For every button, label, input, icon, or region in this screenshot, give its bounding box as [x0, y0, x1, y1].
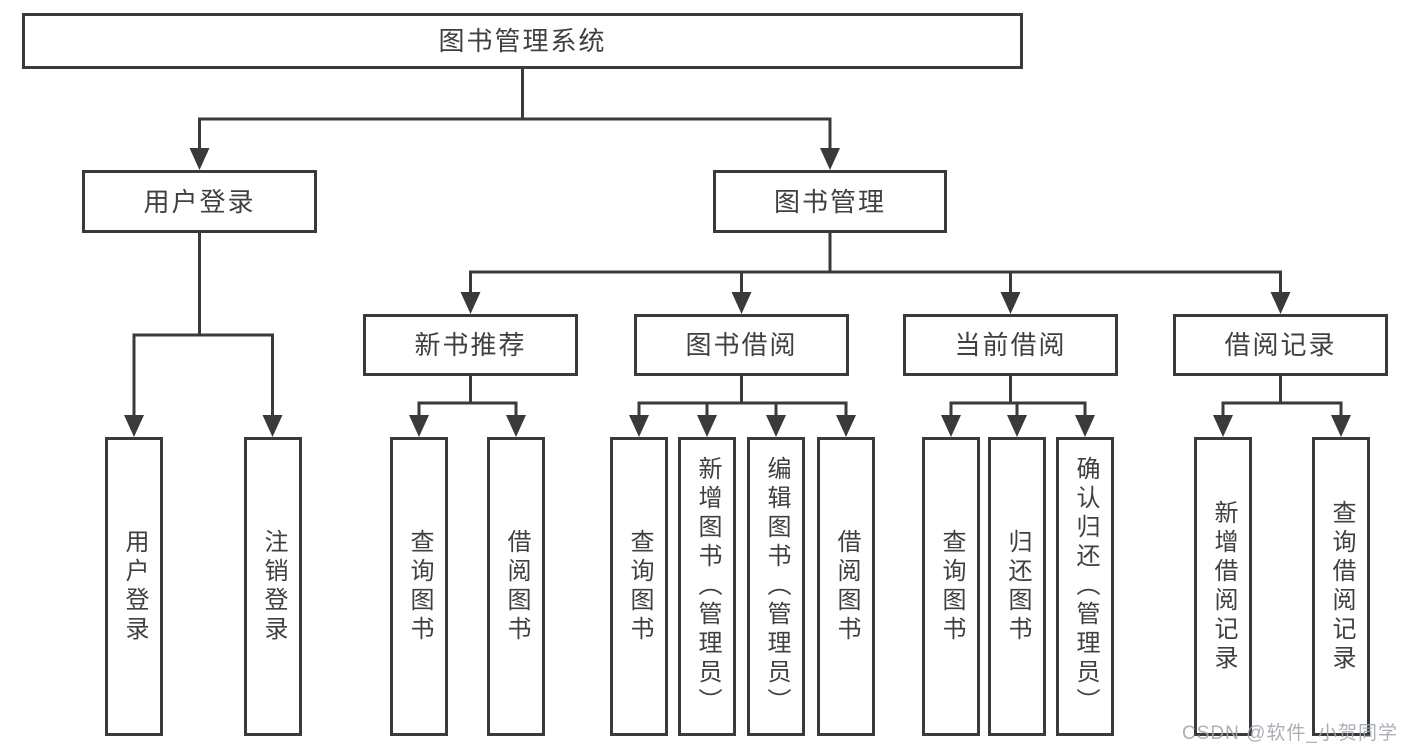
node-book-management: 图书管理 — [713, 170, 947, 233]
leaf-label: 查询借阅记录 — [1328, 499, 1355, 674]
leaf-return-books: 归还图书 — [988, 437, 1046, 736]
leaf-label: 注销登录 — [260, 528, 287, 645]
leaf-add-books-admin: 新增图书（管理员） — [678, 437, 736, 736]
leaf-query-books-1: 查询图书 — [390, 437, 448, 736]
edge-root-to-level2 — [198, 69, 832, 152]
leaf-label: 查询图书 — [406, 528, 433, 645]
leaf-label: 借阅图书 — [833, 528, 860, 645]
arrowhead — [460, 292, 481, 314]
arrowhead — [1213, 415, 1233, 437]
leaf-label: 新增借阅记录 — [1210, 499, 1237, 674]
arrowhead — [820, 148, 840, 170]
arrowhead — [1000, 292, 1021, 314]
arrowhead — [189, 148, 210, 170]
node-user-login: 用户登录 — [82, 170, 317, 233]
arrowhead — [409, 415, 429, 437]
leaf-query-books-3: 查询图书 — [922, 437, 980, 736]
node-library-management-system: 图书管理系统 — [22, 13, 1023, 69]
arrowhead — [1007, 415, 1027, 437]
connector-arrowheads — [124, 148, 1351, 437]
edge-borrow-record-split — [1221, 376, 1343, 420]
leaf-label: 归还图书 — [1004, 528, 1031, 645]
arrowhead — [731, 292, 752, 314]
leaf-label: 用户登录 — [121, 528, 148, 645]
node-current-borrow: 当前借阅 — [903, 314, 1118, 376]
leaf-user-login: 用户登录 — [105, 437, 163, 736]
arrowhead — [506, 415, 526, 437]
edge-book-borrow-split — [637, 376, 848, 420]
node-borrow-records: 借阅记录 — [1173, 314, 1388, 376]
arrowhead — [1270, 292, 1291, 314]
arrowhead — [766, 415, 786, 437]
leaf-borrow-books-2: 借阅图书 — [817, 437, 875, 736]
leaf-label: 查询图书 — [626, 528, 653, 645]
node-new-book-recommend: 新书推荐 — [363, 314, 578, 376]
csdn-watermark: CSDN @软件_小贺同学 — [1182, 723, 1398, 744]
arrowhead — [1075, 415, 1095, 437]
leaf-logout: 注销登录 — [244, 437, 302, 736]
leaf-label: 新增图书（管理员） — [694, 456, 721, 717]
arrowhead — [697, 415, 717, 437]
leaf-label: 确认归还（管理员） — [1072, 456, 1099, 717]
arrowhead — [1331, 415, 1351, 437]
node-book-borrow: 图书借阅 — [634, 314, 849, 376]
arrowhead — [941, 415, 961, 437]
leaf-add-borrow-record: 新增借阅记录 — [1194, 437, 1252, 736]
leaf-edit-books-admin: 编辑图书（管理员） — [747, 437, 805, 736]
leaf-label: 查询图书 — [938, 528, 965, 645]
leaf-label: 借阅图书 — [503, 528, 530, 645]
edge-new-book-split — [417, 376, 518, 420]
edge-user-login-split — [132, 233, 274, 420]
arrowhead — [262, 415, 283, 437]
leaf-query-borrow-record: 查询借阅记录 — [1312, 437, 1370, 736]
leaf-query-books-2: 查询图书 — [610, 437, 668, 736]
leaf-confirm-return-admin: 确认归还（管理员） — [1056, 437, 1114, 736]
connector-edges — [132, 69, 1343, 420]
edge-current-borrow-split — [949, 376, 1087, 420]
arrowhead — [629, 415, 649, 437]
leaf-label: 编辑图书（管理员） — [763, 456, 790, 717]
leaf-borrow-books-1: 借阅图书 — [487, 437, 545, 736]
arrowhead — [124, 415, 144, 437]
edge-book-management-split — [469, 233, 1282, 294]
arrowhead — [836, 415, 856, 437]
